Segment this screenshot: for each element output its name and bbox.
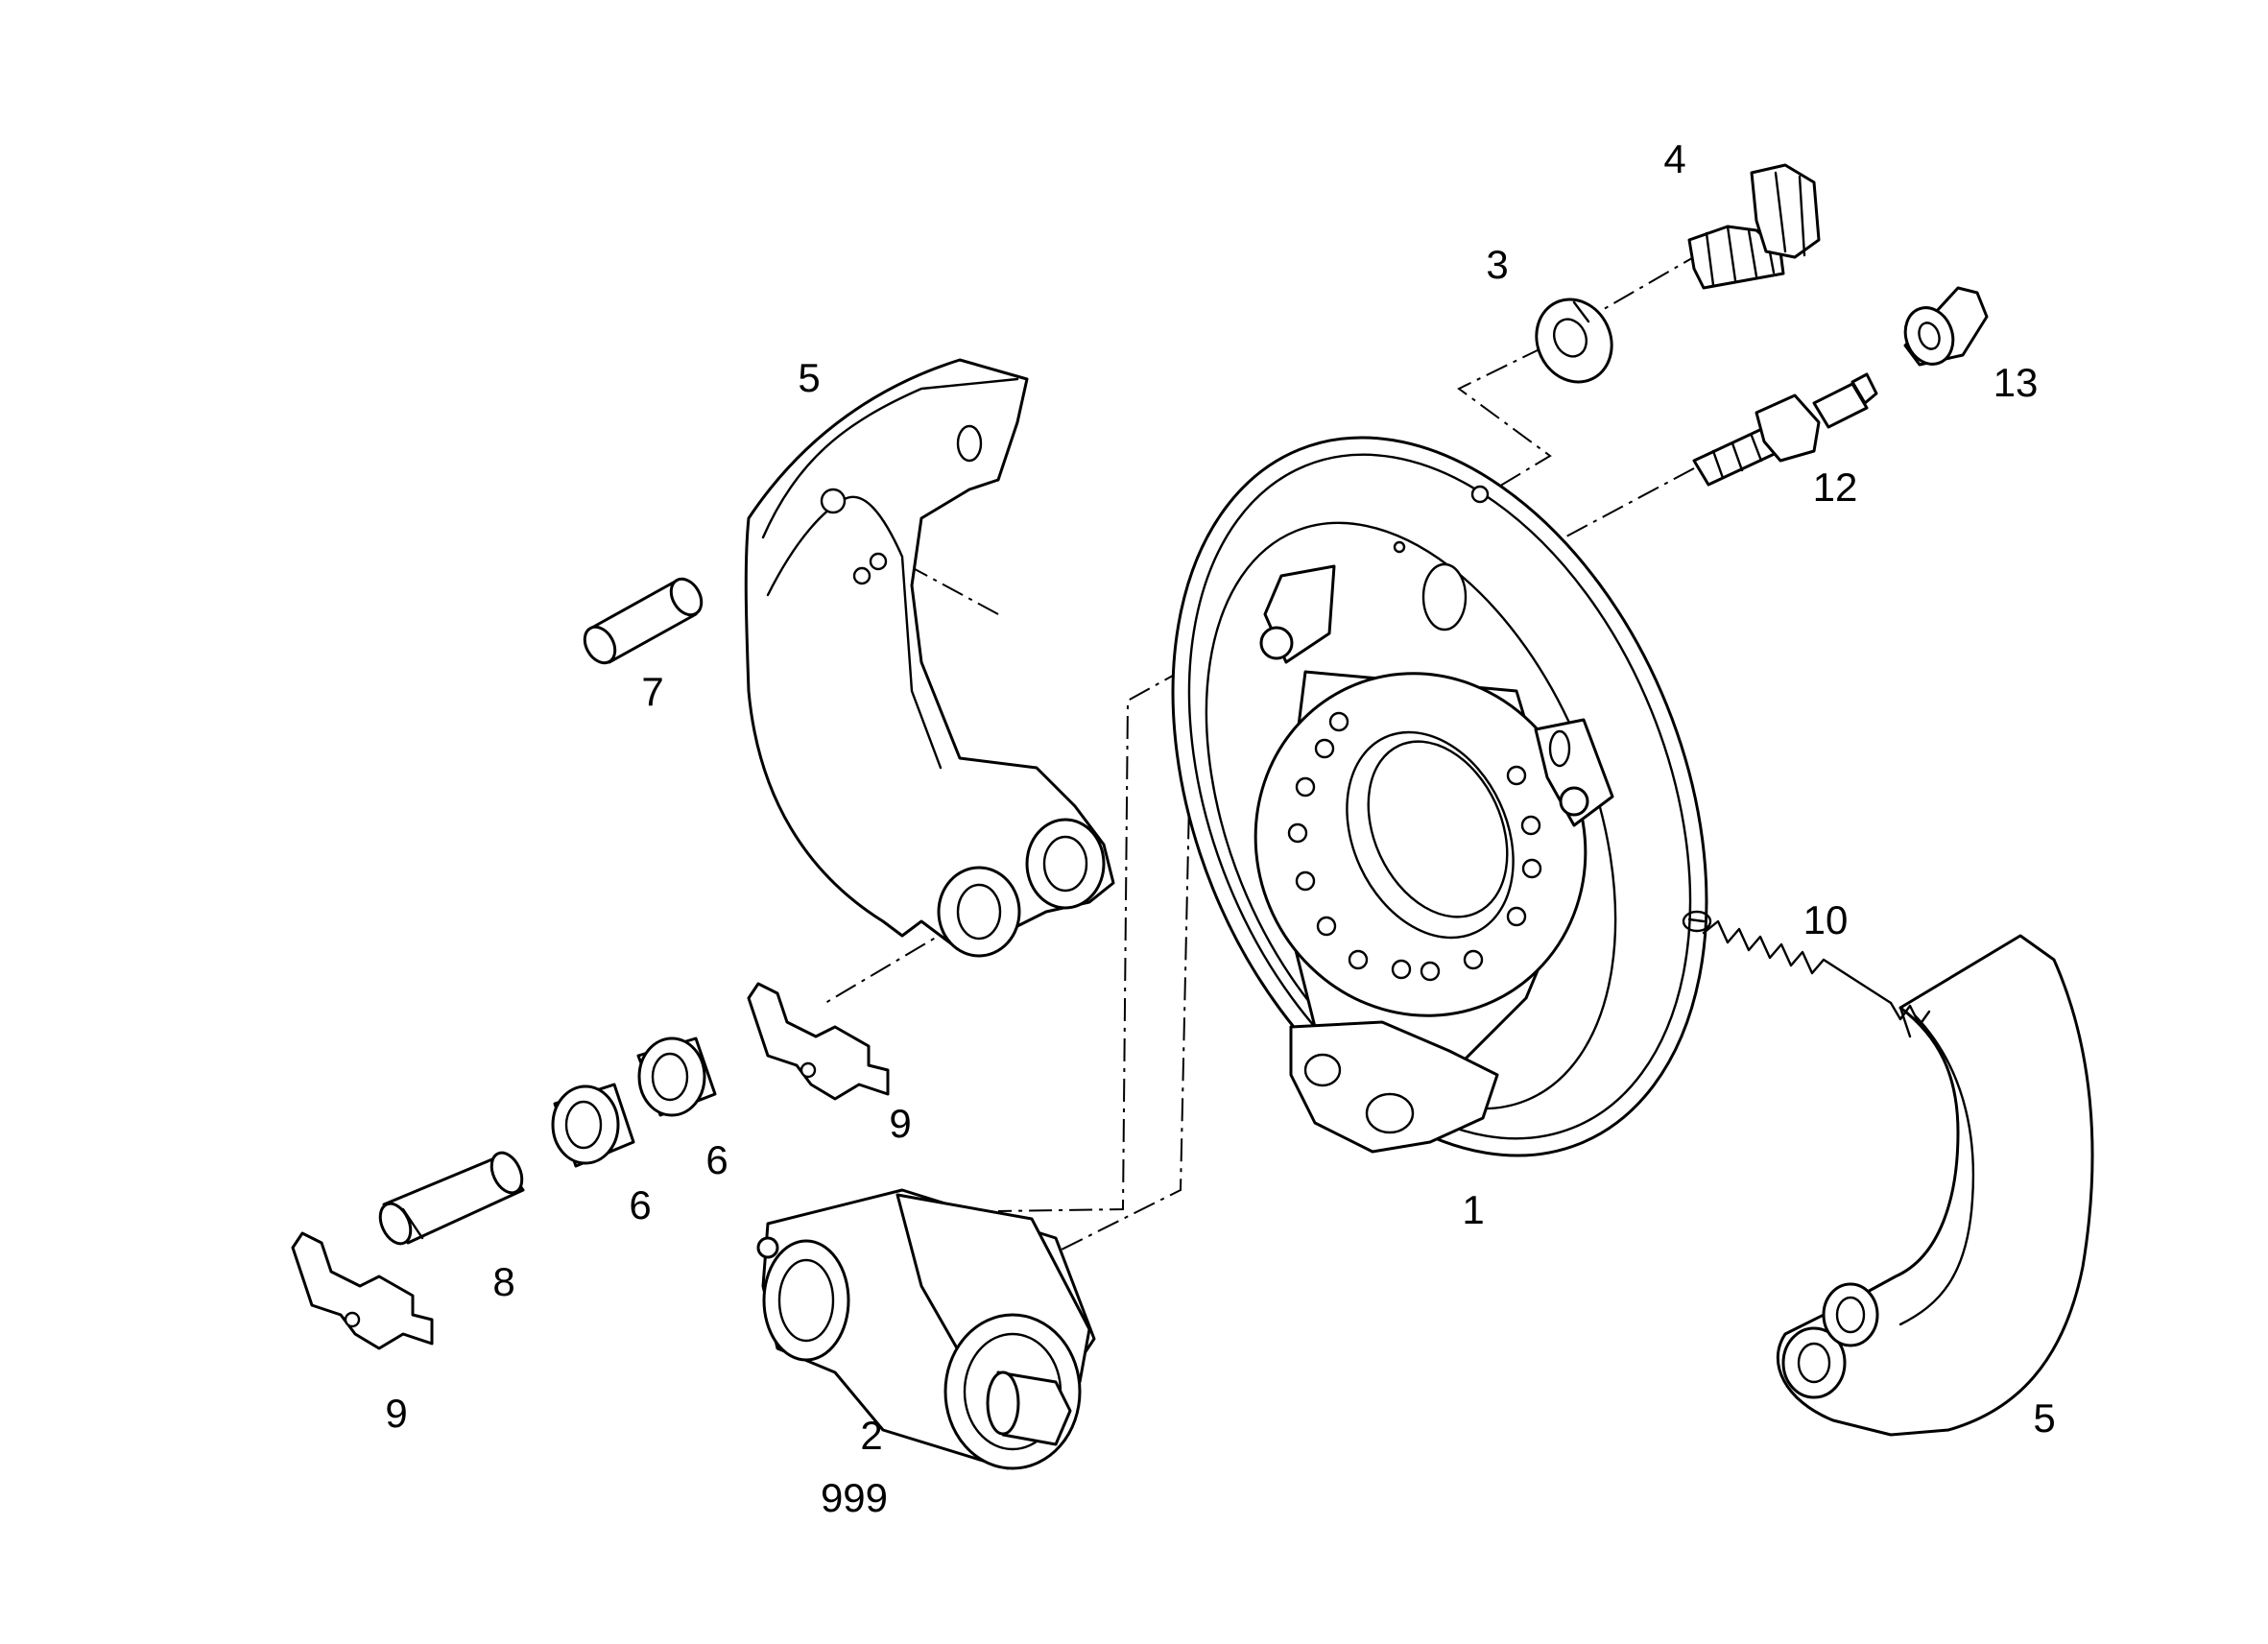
callout-bolt: 4 <box>1663 136 1685 181</box>
callout-brake-shoe-upper: 5 <box>798 355 820 400</box>
callout-lock-washer: 3 <box>1486 242 1508 287</box>
callout-dust-cap: 13 <box>1993 360 2039 405</box>
clip-part-b <box>291 1231 434 1350</box>
callout-clip-a: 9 <box>889 1101 911 1146</box>
callout-spring: 10 <box>1803 897 1849 942</box>
backplate-part <box>1171 436 1708 1157</box>
callout-labels: 1 2 999 3 4 5 5 6 6 7 8 9 9 10 12 13 <box>385 136 2055 1520</box>
wheel-cylinder-part <box>756 1188 1096 1470</box>
callout-brake-shoe-lower: 5 <box>2033 1395 2055 1441</box>
callout-backplate: 1 <box>1462 1187 1484 1232</box>
callout-clip-b: 9 <box>385 1391 407 1436</box>
bolt-part <box>1687 163 1821 290</box>
pin-part <box>583 577 704 665</box>
spring-part <box>1682 910 1931 1027</box>
dust-cap-part <box>1903 286 1989 367</box>
callout-pin: 7 <box>641 669 663 714</box>
sleeve-part <box>378 1151 525 1246</box>
brake-shoe-lower-part <box>1776 934 2094 1437</box>
bush-part-b <box>636 1036 717 1117</box>
callout-wheel-cylinder: 2 <box>860 1413 882 1458</box>
lock-washer-part <box>1535 298 1613 384</box>
callout-bleed-screw: 12 <box>1813 465 1858 510</box>
callout-wheel-cylinder-sub: 999 <box>821 1475 888 1520</box>
callout-bush-a: 6 <box>629 1182 651 1227</box>
callout-bush-b: 6 <box>705 1137 728 1182</box>
clip-part-a <box>747 982 890 1101</box>
bush-part-a <box>551 1083 635 1168</box>
callout-sleeve: 8 <box>492 1259 514 1304</box>
bleed-screw-part <box>1692 372 1878 487</box>
brake-shoe-upper-part <box>744 358 1115 958</box>
